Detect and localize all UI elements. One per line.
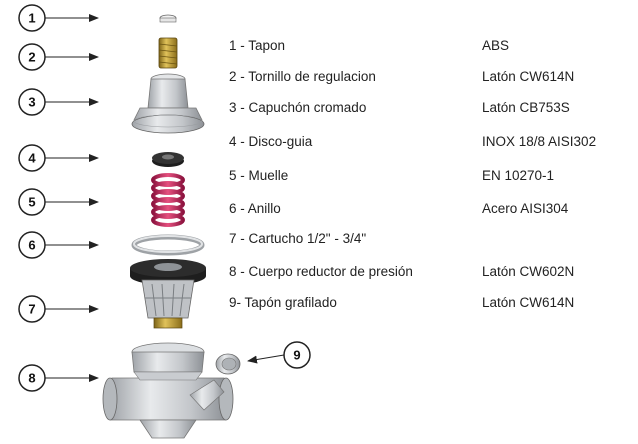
part-5-muelle xyxy=(151,173,185,227)
svg-text:6: 6 xyxy=(28,238,35,253)
material-label: Latón CB753S xyxy=(482,100,570,115)
part-label: 5 - Muelle xyxy=(229,168,289,183)
part-label: 6 - Anillo xyxy=(229,201,281,216)
part-9-tapon-grafilado xyxy=(215,353,241,375)
part-8-cuerpo xyxy=(102,342,234,439)
material-label: Latón CW614N xyxy=(482,295,575,310)
callout-7: 7 xyxy=(18,295,99,323)
part-1-tapon xyxy=(159,14,177,23)
svg-text:7: 7 xyxy=(28,302,35,317)
part-label: 9- Tapón grafilado xyxy=(229,295,337,310)
callout-3: 3 xyxy=(18,88,99,116)
part-4-disco-guia xyxy=(152,152,184,167)
svg-text:2: 2 xyxy=(28,50,35,65)
material-label: INOX 18/8 AISI302 xyxy=(482,134,597,149)
svg-text:9: 9 xyxy=(293,348,300,363)
part-label: 1 - Tapon xyxy=(229,38,286,53)
callout-5: 5 xyxy=(18,188,99,216)
svg-text:1: 1 xyxy=(28,11,35,26)
part-7-cartucho xyxy=(130,259,206,329)
material-label: EN 10270-1 xyxy=(482,168,555,183)
material-label: ABS xyxy=(482,38,510,53)
part-3-capuchon xyxy=(131,73,205,134)
part-label: 7 - Cartucho 1/2" - 3/4" xyxy=(229,231,367,246)
part-label: 8 - Cuerpo reductor de presión xyxy=(229,264,413,279)
callout-1: 1 xyxy=(18,4,99,32)
material-label: Latón CW614N xyxy=(482,69,575,84)
part-6-anillo xyxy=(131,234,205,256)
svg-text:8: 8 xyxy=(28,371,35,386)
part-2-tornillo xyxy=(158,37,178,69)
part-label: 3 - Capuchón cromado xyxy=(229,100,367,115)
material-label: Latón CW602N xyxy=(482,264,575,279)
material-label: Acero AISI304 xyxy=(482,201,569,216)
callout-4: 4 xyxy=(18,144,99,172)
svg-text:5: 5 xyxy=(28,195,35,210)
callout-9: 9 xyxy=(247,341,311,369)
svg-text:4: 4 xyxy=(28,151,36,166)
callout-8: 8 xyxy=(18,364,99,392)
callout-6: 6 xyxy=(18,231,99,259)
callout-2: 2 xyxy=(18,43,99,71)
arrow-9 xyxy=(247,354,285,364)
svg-text:3: 3 xyxy=(28,95,35,110)
part-label: 2 - Tornillo de regulacion xyxy=(229,69,376,84)
part-label: 4 - Disco-guia xyxy=(229,134,313,149)
